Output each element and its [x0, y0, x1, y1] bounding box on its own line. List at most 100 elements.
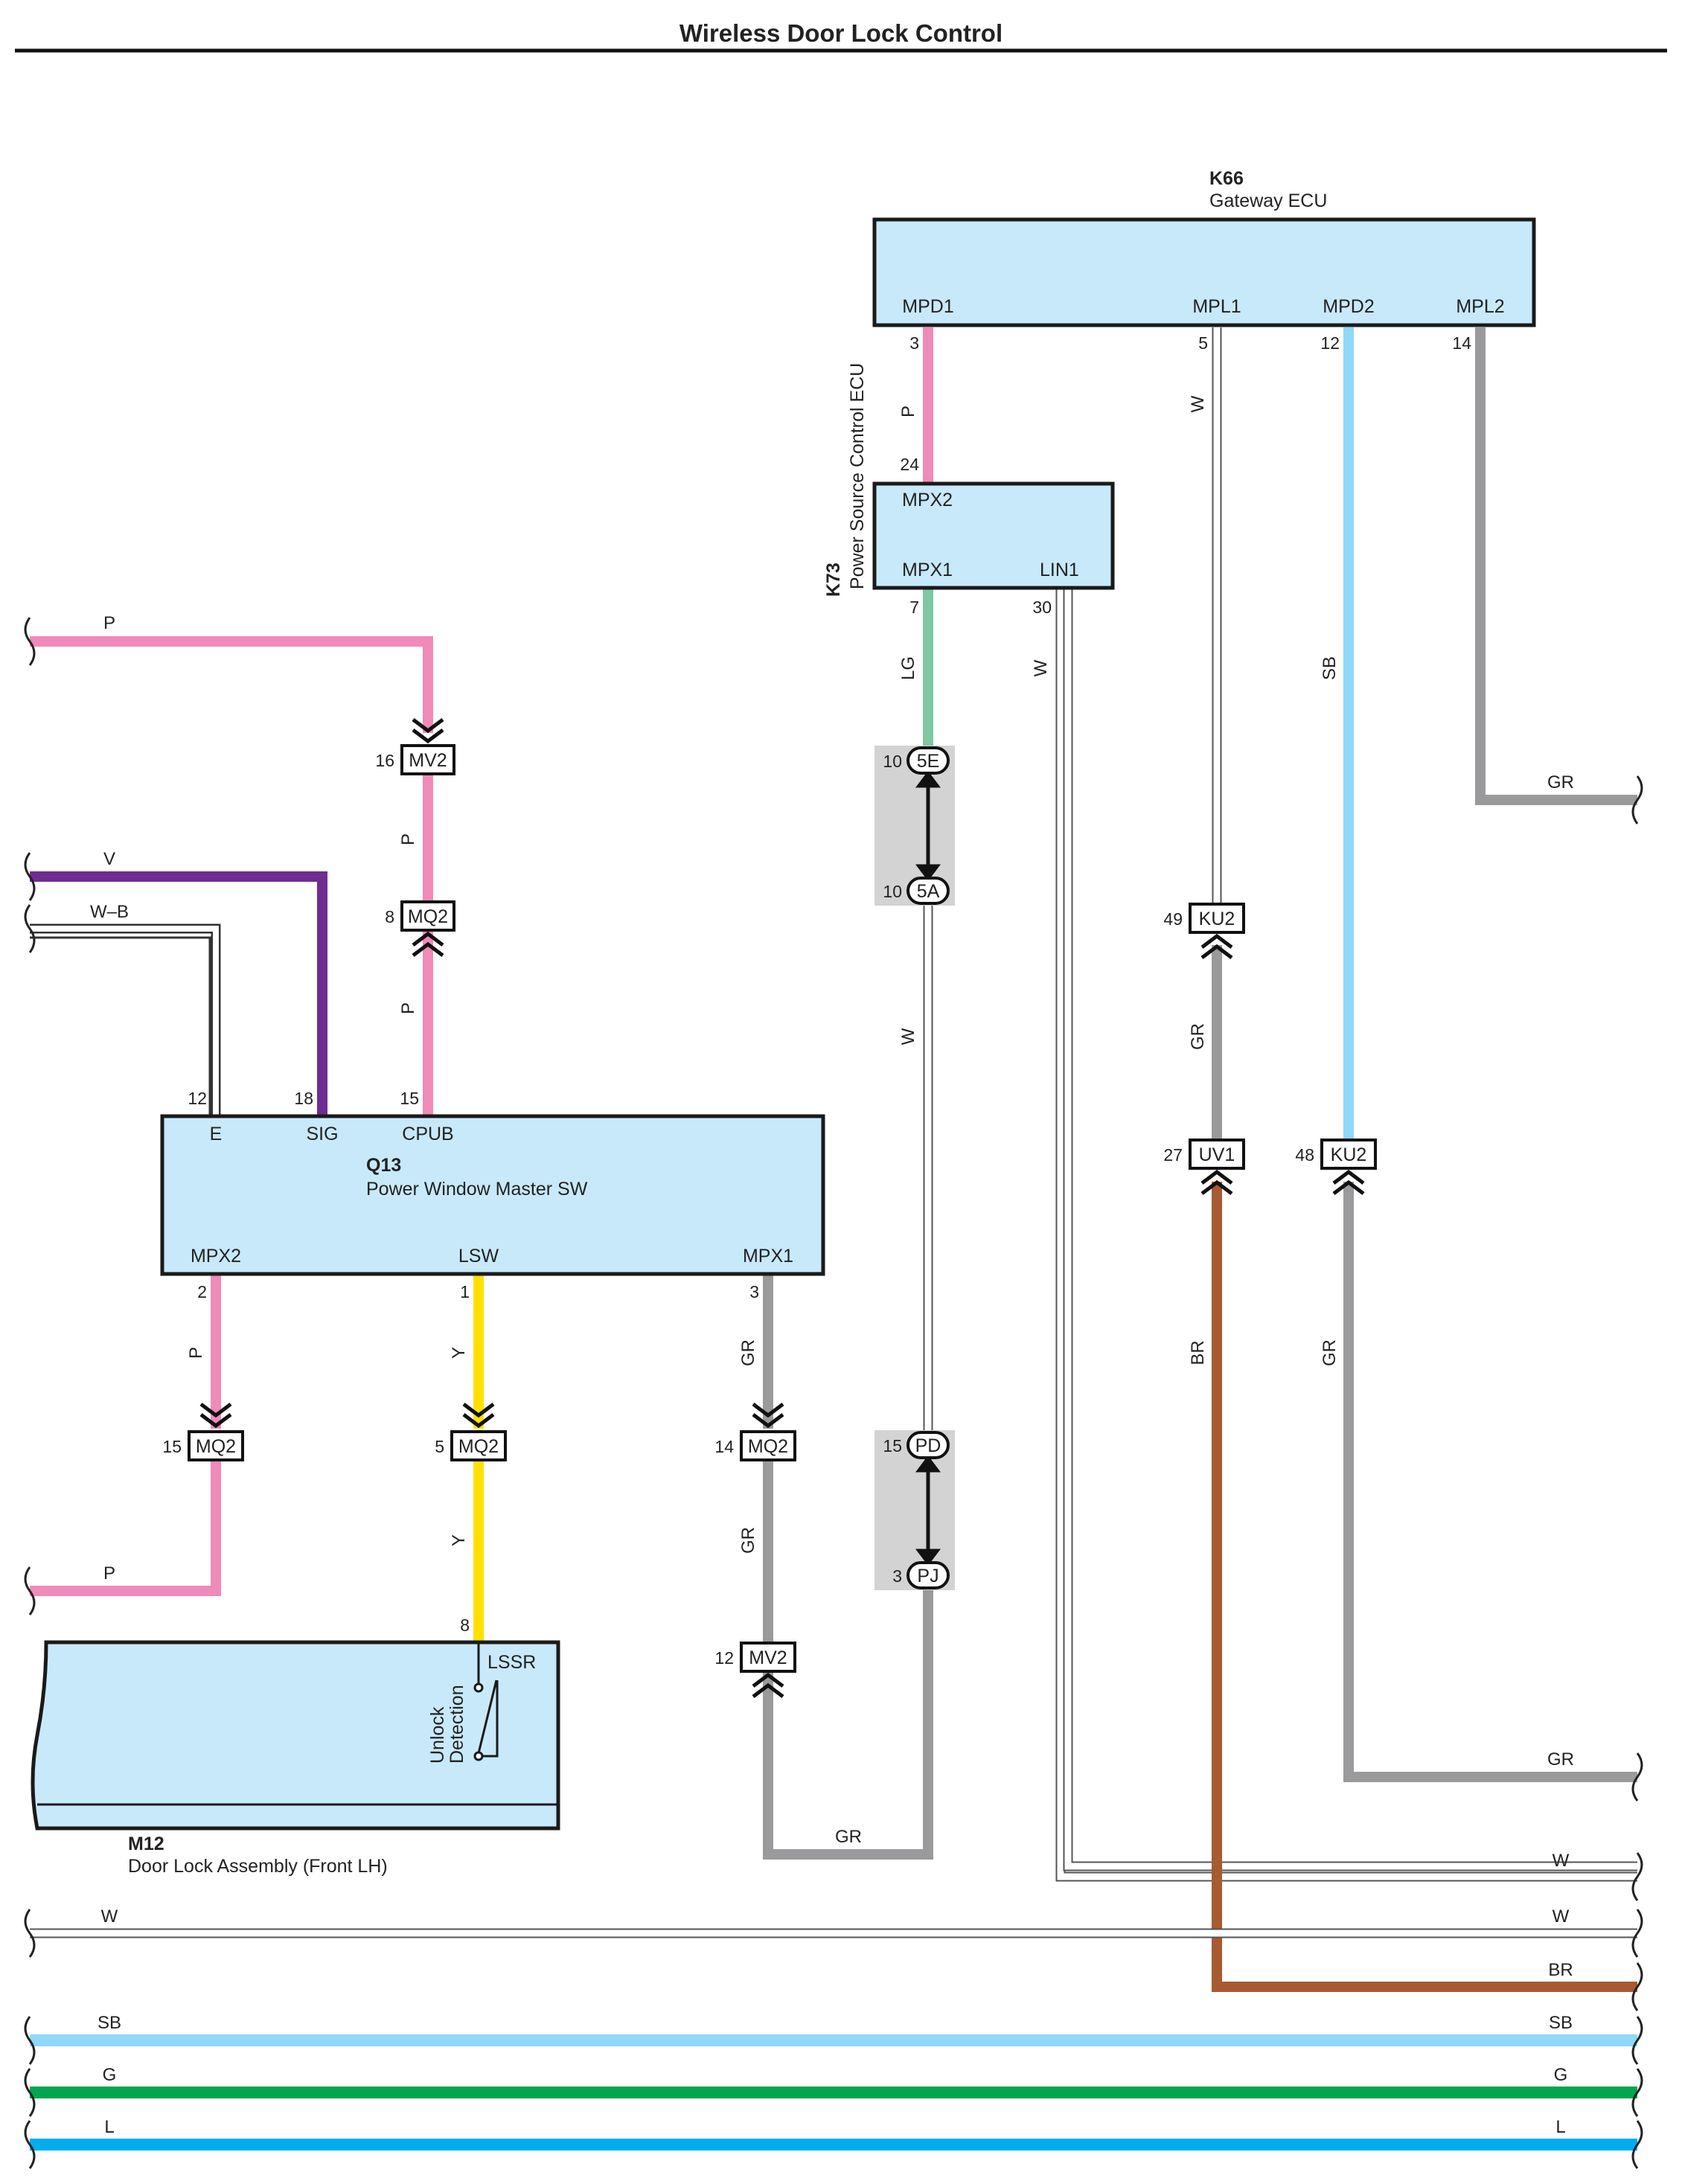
- wire-p-left-top: [30, 636, 433, 733]
- break-marks-left: [24, 617, 36, 2169]
- master-sw-name: Power Window Master SW: [366, 1179, 588, 1200]
- connector-mq2-top-pin: 8: [385, 907, 394, 926]
- junction-5e-pin: 10: [883, 752, 902, 771]
- connector-ku2-48-pin: 48: [1295, 1145, 1314, 1165]
- pin-q13-lsw: 1: [460, 1282, 470, 1301]
- door-lock-id: M12: [128, 1834, 164, 1854]
- connector-mv2-gr: MV2 12: [714, 1642, 796, 1698]
- label-gr-bottom: GR: [835, 1827, 862, 1847]
- pin-k73-mpx2: 24: [900, 455, 919, 474]
- break-marks-right: [1631, 775, 1643, 2169]
- master-sw-pin-cpub: CPUB: [402, 1124, 453, 1144]
- pin-m12-lssr: 8: [460, 1615, 470, 1635]
- master-sw-id: Q13: [366, 1155, 401, 1176]
- connector-mq2-top: MQ2 8: [385, 900, 455, 957]
- label-left-p: P: [103, 613, 115, 633]
- door-lock-pin-lssr: LSSR: [487, 1652, 536, 1673]
- master-sw-pin-mpx2: MPX2: [191, 1246, 241, 1266]
- master-sw-pin-mpx1: MPX1: [743, 1246, 793, 1266]
- unlock-detection-switch: [473, 1642, 499, 1761]
- label-k66-gr-right: GR: [1547, 772, 1574, 792]
- wire-v-sig: [30, 871, 327, 1116]
- wires: [30, 327, 1637, 2151]
- gateway-pin-mpl2: MPL2: [1456, 296, 1504, 317]
- label-left-v: V: [103, 849, 115, 869]
- connector-mv2-top-pin: 16: [375, 751, 394, 770]
- label-left-wb: W–B: [90, 902, 129, 922]
- power-source-id: K73: [823, 563, 844, 597]
- label-mpx2-p: P: [186, 1347, 206, 1359]
- label-cpub-p-upper: P: [398, 833, 418, 845]
- door-lock-box: [31, 1640, 560, 1831]
- label-mq2-gr-lower: GR: [738, 1527, 758, 1554]
- power-source-pin-lin1: LIN1: [1040, 560, 1079, 580]
- gateway-pin-mpl1: MPL1: [1192, 296, 1241, 317]
- wire-wb-e: [30, 923, 221, 1116]
- pin-k73-lin1: 30: [1032, 598, 1052, 617]
- gateway-ecu: K66 Gateway ECU MPD1 MPL1 MPD2 MPL2 3 5 …: [872, 168, 1536, 353]
- connector-mq2-p: MQ2 15: [162, 1403, 244, 1461]
- connector-mq2-y-pin: 5: [435, 1437, 444, 1456]
- label-br-right: BR: [1548, 1960, 1573, 1980]
- connector-mv2-top: MV2 16: [375, 718, 455, 775]
- diagram-title: Wireless Door Lock Control: [679, 19, 1003, 47]
- gateway-id: K66: [1209, 168, 1244, 189]
- junction-pj-name: PJ: [917, 1566, 938, 1586]
- label-g-left: G: [103, 2065, 117, 2085]
- label-k73-lg: LG: [898, 656, 918, 680]
- connector-mq2-p-name: MQ2: [196, 1436, 236, 1457]
- door-lock-assembly: LSSR 8 Unlock Detection M12 Door Lock As…: [31, 1615, 560, 1877]
- label-left-p-bottom: P: [103, 1563, 115, 1583]
- label-w-right-2: W: [1553, 1906, 1570, 1927]
- label-l-right: L: [1555, 2117, 1565, 2137]
- power-source-ecu: MPX2 MPX1 LIN1 K73 Power Source Control …: [823, 363, 1115, 617]
- wire-gr-ku2-48: [1343, 1182, 1637, 1782]
- door-lock-name: Door Lock Assembly (Front LH): [128, 1856, 388, 1877]
- connector-mq2-p-pin: 15: [162, 1437, 182, 1456]
- label-lsw-y-lower: Y: [449, 1534, 469, 1546]
- wire-br-uv1: [1212, 1182, 1637, 1992]
- label-k66-p: P: [898, 406, 918, 417]
- wire-labels: P W SB LG W W P P P Y GR Y GR GR BR GR P…: [90, 395, 1574, 2137]
- pin-k66-mpd2: 12: [1320, 333, 1340, 353]
- connector-ku2-48: KU2 48: [1295, 1139, 1377, 1195]
- label-w-left-bus: W: [101, 1906, 118, 1927]
- master-sw-box: [160, 1114, 825, 1276]
- junction-pd: PD 15: [883, 1431, 950, 1459]
- label-k73-w: W: [1031, 659, 1051, 676]
- pin-k66-mpl2: 14: [1452, 333, 1471, 353]
- pin-k66-mpd1: 3: [909, 333, 919, 353]
- pin-k66-mpl1: 5: [1198, 333, 1208, 353]
- junction-pd-name: PD: [915, 1435, 941, 1456]
- gateway-name: Gateway ECU: [1209, 190, 1327, 211]
- switch-label-unlock: Unlock: [427, 1706, 448, 1764]
- junction-5e: 5E 10: [883, 746, 950, 775]
- junction-5a: 5A 10: [883, 877, 950, 905]
- label-lsw-y: Y: [449, 1347, 469, 1359]
- label-g-right: G: [1554, 2065, 1568, 2085]
- connector-uv1-name: UV1: [1199, 1144, 1235, 1165]
- label-ku2-gr: GR: [1188, 1023, 1208, 1050]
- wire-p-left-bottom: [30, 1460, 221, 1596]
- wire-w-right-2: [1063, 589, 1637, 1871]
- connector-mq2-top-name: MQ2: [408, 906, 448, 927]
- master-sw-pin-e: E: [210, 1124, 223, 1144]
- connector-ku2-49-name: KU2: [1199, 909, 1235, 929]
- wire-w-lin1: [1055, 589, 1637, 1882]
- junction-5a-name: 5A: [917, 881, 940, 902]
- connector-mv2-gr-name: MV2: [749, 1647, 787, 1668]
- connector-mv2-gr-pin: 12: [714, 1648, 734, 1668]
- junction-arrows: [915, 770, 941, 1566]
- junction-5e-name: 5E: [917, 751, 940, 772]
- power-source-name: Power Source Control ECU: [847, 363, 868, 589]
- label-l-left: L: [104, 2117, 114, 2137]
- pin-q13-e: 12: [188, 1089, 207, 1108]
- label-sb-right: SB: [1549, 2013, 1573, 2033]
- connector-mq2-gr-name: MQ2: [748, 1436, 788, 1457]
- power-source-pin-mpx1: MPX1: [902, 560, 953, 580]
- connector-mq2-gr-pin: 14: [714, 1437, 734, 1456]
- pin-q13-mpx2: 2: [197, 1282, 207, 1301]
- label-cpub-p-lower: P: [398, 1002, 418, 1014]
- label-ku2-gr-lower: GR: [1320, 1339, 1340, 1366]
